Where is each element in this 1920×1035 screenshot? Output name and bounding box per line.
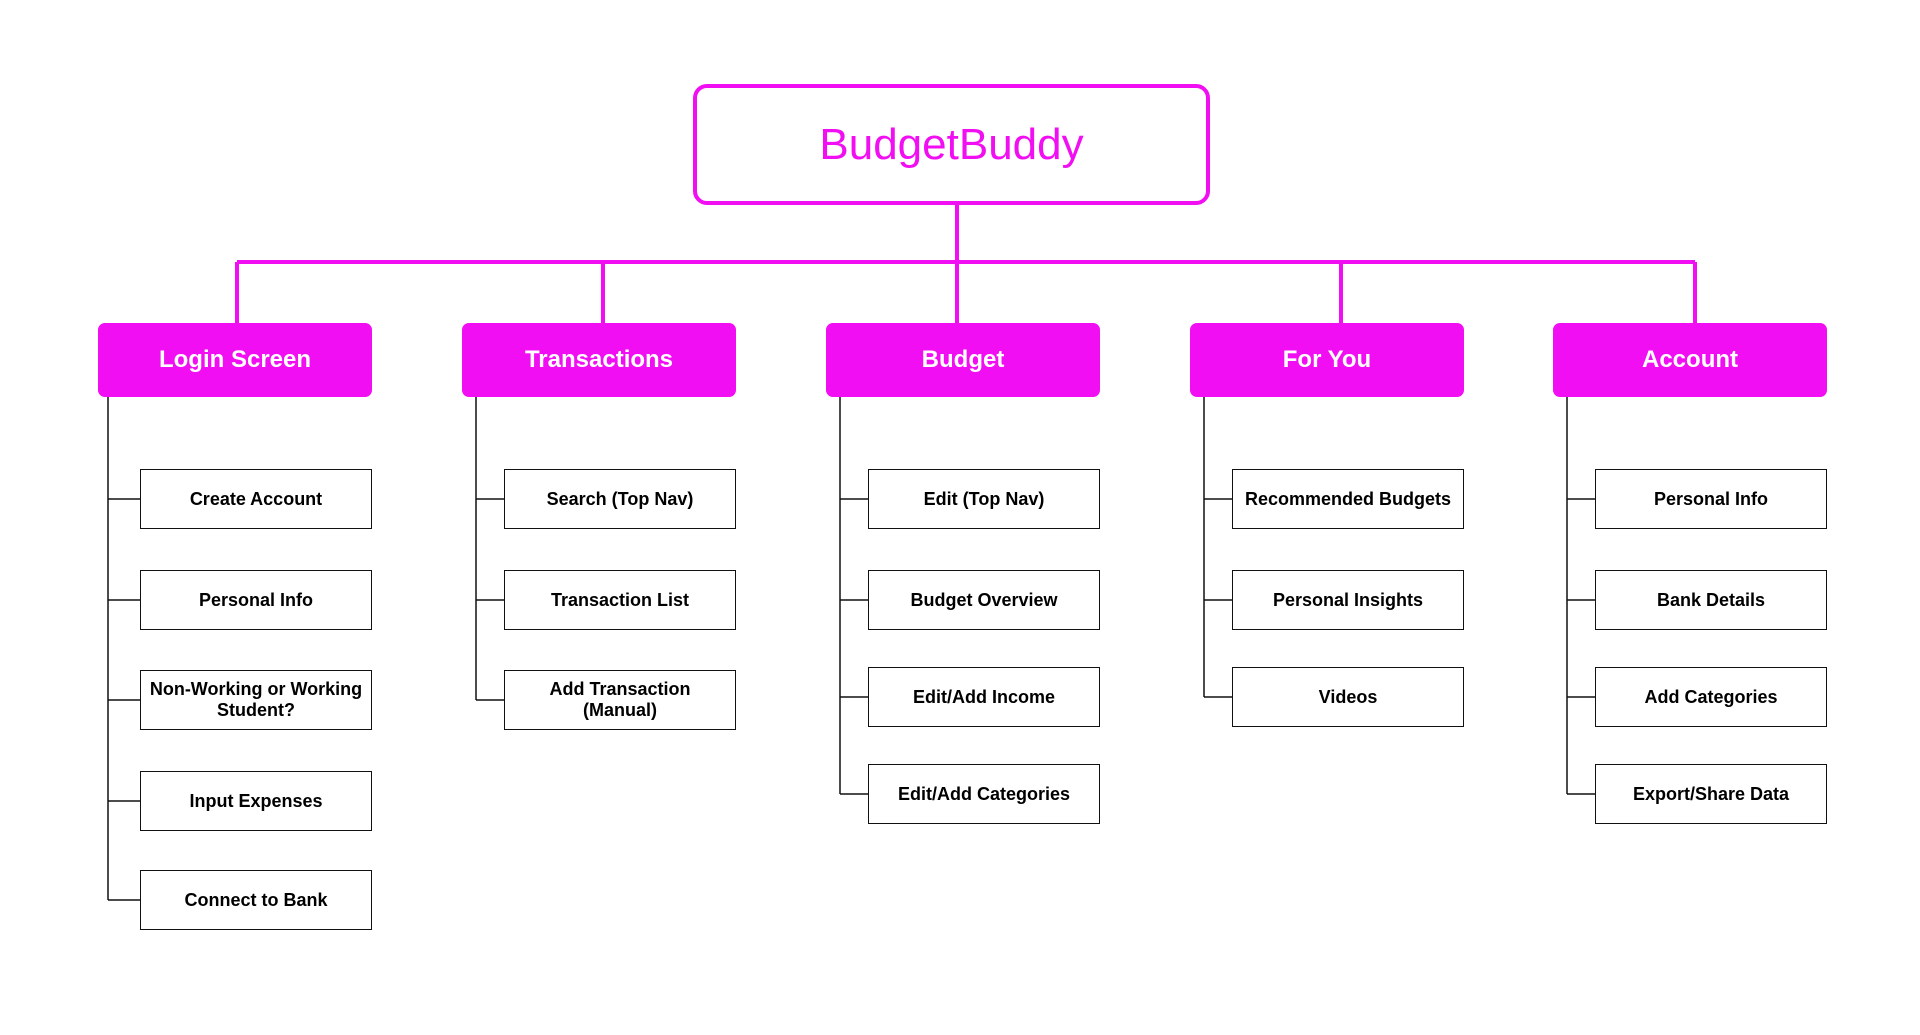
item-label: Non-Working or Working Student?: [149, 679, 363, 720]
item-connect-to-bank[interactable]: Connect to Bank: [140, 870, 372, 930]
item-label: Edit/Add Income: [912, 686, 1055, 707]
item-label: Edit (Top Nav): [923, 488, 1045, 509]
item-add-categories[interactable]: Add Categories: [1595, 667, 1827, 727]
category-label: Transactions: [524, 346, 674, 373]
item-label: Transaction List: [550, 589, 690, 610]
item-label: Personal Insights: [1272, 589, 1424, 610]
item-label: Add Categories: [1644, 686, 1778, 707]
item-edit-add-categories[interactable]: Edit/Add Categories: [868, 764, 1100, 824]
category-login-screen[interactable]: Login Screen: [98, 323, 372, 397]
item-label: Create Account: [189, 488, 323, 509]
item-recommended-budgets[interactable]: Recommended Budgets: [1232, 469, 1464, 529]
item-label: Add Transaction (Manual): [549, 679, 691, 720]
root-title: BudgetBuddy: [819, 119, 1084, 169]
item-create-account[interactable]: Create Account: [140, 469, 372, 529]
item-bank-details[interactable]: Bank Details: [1595, 570, 1827, 630]
category-for-you[interactable]: For You: [1190, 323, 1464, 397]
item-export-share-data[interactable]: Export/Share Data: [1595, 764, 1827, 824]
item-label: Personal Info: [1653, 488, 1769, 509]
item-label: Export/Share Data: [1632, 783, 1790, 804]
item-label: Search (Top Nav): [546, 488, 694, 509]
item-account-personal-info[interactable]: Personal Info: [1595, 469, 1827, 529]
item-working-student[interactable]: Non-Working or Working Student?: [140, 670, 372, 730]
category-label: For You: [1282, 346, 1372, 373]
category-label: Account: [1642, 346, 1738, 373]
item-transaction-list[interactable]: Transaction List: [504, 570, 736, 630]
category-account[interactable]: Account: [1553, 323, 1827, 397]
category-transactions[interactable]: Transactions: [462, 323, 736, 397]
root-node-budgetbuddy[interactable]: BudgetBuddy: [693, 84, 1210, 205]
item-edit-top-nav[interactable]: Edit (Top Nav): [868, 469, 1100, 529]
item-edit-add-income[interactable]: Edit/Add Income: [868, 667, 1100, 727]
item-label: Input Expenses: [189, 790, 323, 811]
item-label: Edit/Add Categories: [897, 783, 1071, 804]
category-label: Login Screen: [158, 346, 312, 373]
item-label: Personal Info: [198, 589, 314, 610]
item-budget-overview[interactable]: Budget Overview: [868, 570, 1100, 630]
item-videos[interactable]: Videos: [1232, 667, 1464, 727]
item-label: Recommended Budgets: [1244, 488, 1452, 509]
item-personal-insights[interactable]: Personal Insights: [1232, 570, 1464, 630]
item-label: Bank Details: [1656, 589, 1766, 610]
item-personal-info[interactable]: Personal Info: [140, 570, 372, 630]
item-search-top-nav[interactable]: Search (Top Nav): [504, 469, 736, 529]
item-add-transaction-manual[interactable]: Add Transaction (Manual): [504, 670, 736, 730]
item-label: Budget Overview: [910, 589, 1058, 610]
item-input-expenses[interactable]: Input Expenses: [140, 771, 372, 831]
category-budget[interactable]: Budget: [826, 323, 1100, 397]
item-label: Connect to Bank: [184, 889, 328, 910]
category-label: Budget: [921, 346, 1005, 373]
item-label: Videos: [1318, 686, 1378, 707]
